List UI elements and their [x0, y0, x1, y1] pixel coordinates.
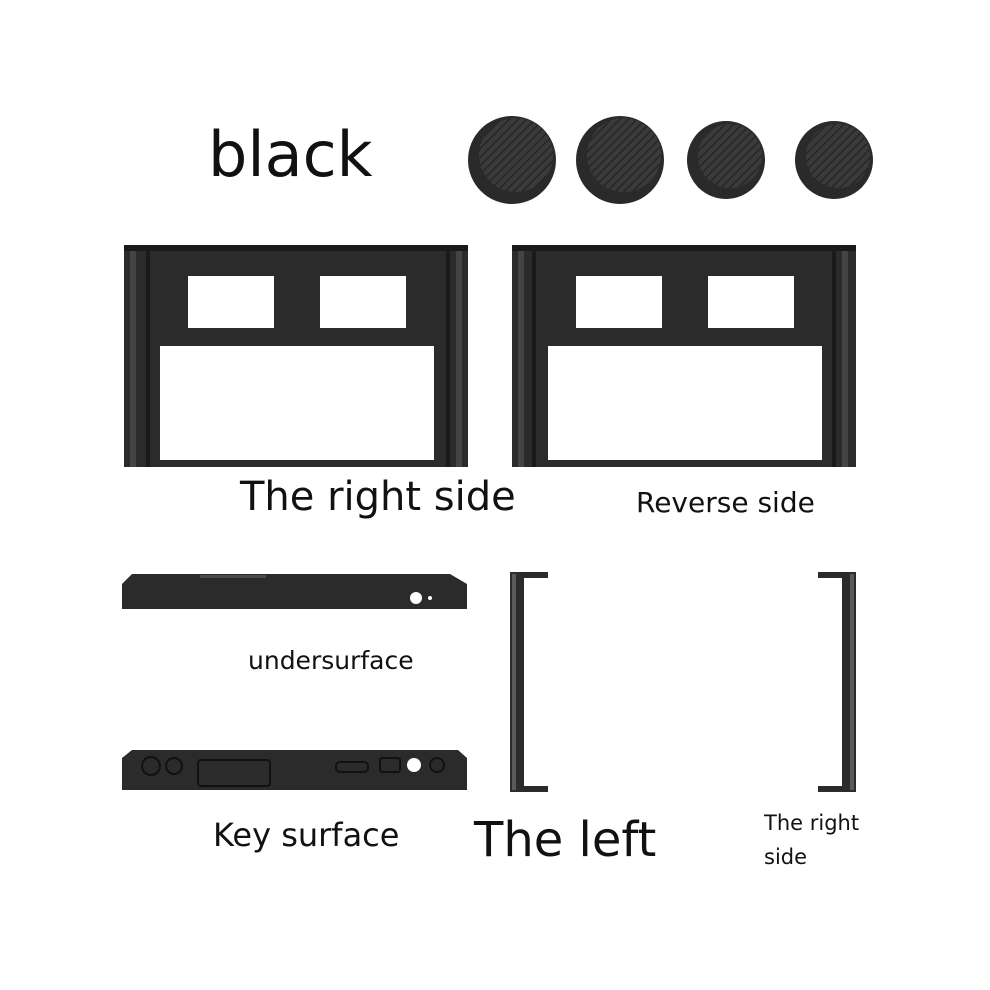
key-surface-label: Key surface [213, 816, 400, 854]
thumb-cap-icon [795, 121, 873, 199]
color-label: black [208, 118, 373, 191]
rail-right [818, 572, 856, 792]
bottom-edge [122, 574, 467, 609]
frame-back [512, 245, 856, 467]
right-rail-label: The right side [764, 811, 860, 869]
frame-front [124, 245, 468, 467]
thumb-cap-icon [576, 116, 664, 204]
rail-left [510, 572, 548, 792]
thumb-cap-icon [468, 116, 556, 204]
left-rail-label: The left [474, 812, 657, 868]
front-side-label: The right side [240, 474, 516, 520]
thumb-cap-icon [687, 121, 765, 199]
undersurface-label: undersurface [248, 646, 414, 675]
key-edge [122, 750, 467, 790]
reverse-side-label: Reverse side [636, 486, 815, 519]
